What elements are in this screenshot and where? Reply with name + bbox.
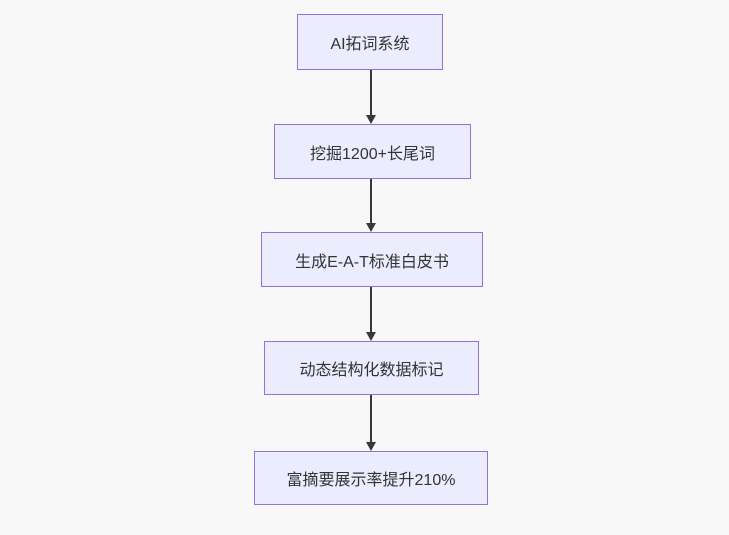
arrow-shaft	[370, 179, 372, 223]
flow-node-eat-whitepaper[interactable]: 生成E-A-T标准白皮书	[261, 232, 483, 287]
flow-arrow-4	[365, 395, 377, 451]
flow-node-label: 动态结构化数据标记	[299, 362, 444, 379]
arrowhead-down-icon	[366, 223, 376, 232]
flow-node-ai-word-expansion[interactable]: AI拓词系统	[297, 14, 443, 70]
flow-node-label: AI拓词系统	[330, 36, 410, 53]
flow-node-label: 生成E-A-T标准白皮书	[295, 253, 449, 271]
flow-node-rich-snippet-result[interactable]: 富摘要展示率提升210%	[254, 451, 488, 505]
arrowhead-down-icon	[366, 115, 376, 124]
flow-node-longtail-mining[interactable]: 挖掘1200+长尾词	[274, 124, 471, 179]
flow-node-label: 富摘要展示率提升210%	[286, 472, 456, 489]
flow-arrow-1	[365, 70, 377, 124]
arrow-shaft	[370, 70, 372, 115]
flow-node-label: 挖掘1200+长尾词	[310, 145, 435, 163]
flow-node-structured-data-markup[interactable]: 动态结构化数据标记	[264, 341, 479, 395]
arrow-shaft	[370, 287, 372, 332]
flow-arrow-3	[365, 287, 377, 341]
flow-arrow-2	[365, 179, 377, 232]
arrowhead-down-icon	[366, 332, 376, 341]
arrow-shaft	[370, 395, 372, 442]
arrowhead-down-icon	[366, 442, 376, 451]
